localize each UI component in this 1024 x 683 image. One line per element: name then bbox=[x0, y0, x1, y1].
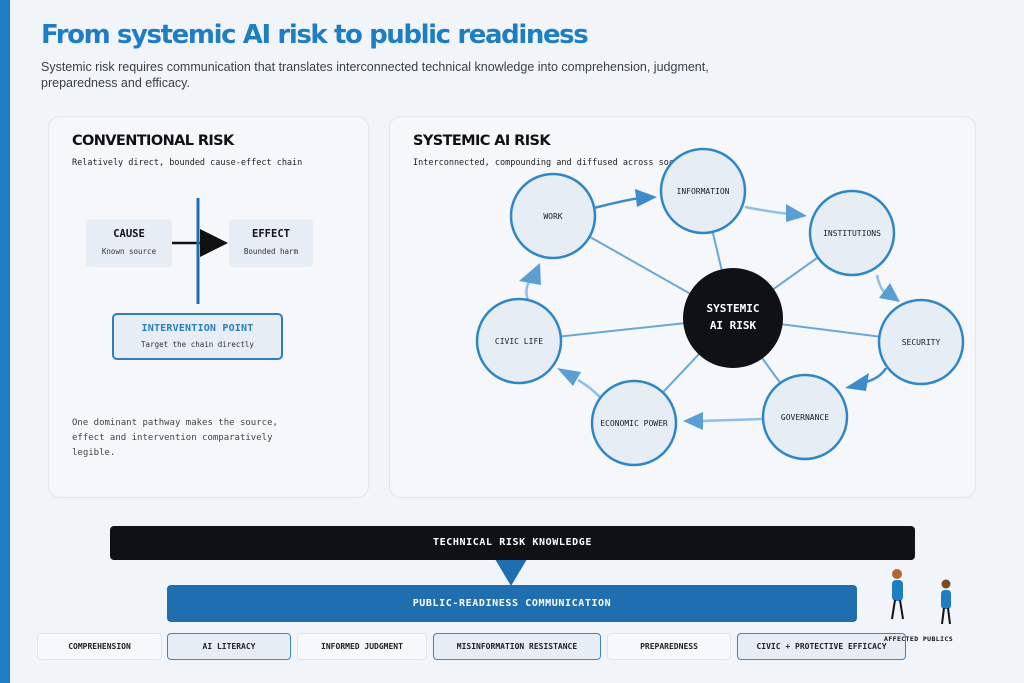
hub-label-line2: AI RISK bbox=[710, 319, 757, 332]
conventional-risk-subheading: Relatively direct, bounded cause-effect … bbox=[72, 158, 303, 168]
arrow-security-governance bbox=[865, 367, 888, 384]
effect-subtitle: Bounded harm bbox=[243, 247, 299, 256]
systemic-risk-subheading: Interconnected, compounding and diffused… bbox=[413, 158, 680, 168]
node-work-circle bbox=[509, 172, 597, 260]
arrow-governance-economic-power bbox=[699, 417, 765, 423]
outcome-comprehension: COMPREHENSION bbox=[37, 633, 162, 660]
arrow-civic-life-work bbox=[525, 279, 532, 301]
conventional-risk-heading: CONVENTIONAL RISK bbox=[72, 133, 234, 149]
page-subtitle: Systemic risk requires communication tha… bbox=[41, 60, 709, 90]
affected-publics-label: AFFECTED PUBLICS bbox=[884, 635, 954, 643]
person-icon bbox=[891, 569, 904, 620]
cause-box: CAUSE Known source bbox=[86, 219, 172, 267]
node-label-security: SECURITY bbox=[902, 338, 941, 347]
conventional-risk-panel bbox=[48, 116, 369, 498]
node-label-institutions: INSTITUTIONS bbox=[823, 229, 881, 238]
page-title: From systemic AI risk to public readines… bbox=[41, 20, 589, 50]
node-label-economic-power: ECONOMIC POWER bbox=[600, 419, 668, 428]
intervention-title: INTERVENTION POINT bbox=[141, 323, 254, 334]
node-economic-power-circle bbox=[590, 379, 678, 467]
node-civic-life-circle bbox=[475, 297, 563, 385]
effect-title: EFFECT bbox=[252, 228, 290, 240]
node-label-work: WORK bbox=[543, 212, 562, 221]
pipeline-arrow bbox=[492, 554, 530, 586]
intervention-subtitle: Target the chain directly bbox=[141, 340, 254, 349]
node-labels: WORK INFORMATION INSTITUTIONS SECURITY G… bbox=[495, 187, 941, 428]
left-accent-bar bbox=[0, 0, 10, 683]
chain-arrowhead bbox=[200, 229, 228, 257]
public-readiness-communication-bar: PUBLIC-READINESS COMMUNICATION bbox=[167, 585, 857, 622]
risk-nodes bbox=[475, 147, 965, 467]
node-label-governance: GOVERNANCE bbox=[781, 413, 829, 422]
conventional-risk-note: One dominant pathway makes the source, e… bbox=[72, 418, 278, 458]
hub-label-line1: SYSTEMIC bbox=[707, 302, 760, 315]
outcome-civic-protective-efficacy: CIVIC + PROTECTIVE EFFICACY bbox=[737, 633, 906, 660]
outcome-preparedness: PREPAREDNESS bbox=[607, 633, 731, 660]
node-security-circle bbox=[877, 298, 965, 386]
person-icon bbox=[941, 579, 951, 625]
cause-subtitle: Known source bbox=[101, 247, 157, 256]
node-label-civic-life: CIVIC LIFE bbox=[495, 337, 543, 346]
outcome-ai-literacy: AI LITERACY bbox=[167, 633, 291, 660]
systemic-risk-heading: SYSTEMIC AI RISK bbox=[413, 133, 551, 149]
arrow-information-institutions bbox=[744, 205, 791, 216]
node-information-circle bbox=[659, 147, 747, 235]
arrow-work-information bbox=[593, 196, 641, 210]
outcome-informed-judgment: INFORMED JUDGMENT bbox=[297, 633, 427, 660]
node-institutions-circle bbox=[808, 189, 896, 277]
cycle-arrowheads bbox=[519, 189, 900, 430]
intervention-point-box: INTERVENTION POINT Target the chain dire… bbox=[112, 313, 283, 360]
outcome-misinformation-resistance: MISINFORMATION RESISTANCE bbox=[433, 633, 601, 660]
technical-risk-knowledge-bar: TECHNICAL RISK KNOWLEDGE bbox=[110, 526, 915, 560]
cause-title: CAUSE bbox=[113, 228, 145, 240]
arrow-economic-power-civic-life bbox=[577, 378, 601, 398]
node-governance-circle bbox=[761, 373, 849, 461]
node-label-information: INFORMATION bbox=[677, 187, 730, 196]
systemic-ai-risk-hub bbox=[683, 268, 783, 368]
effect-box: EFFECT Bounded harm bbox=[229, 219, 313, 267]
